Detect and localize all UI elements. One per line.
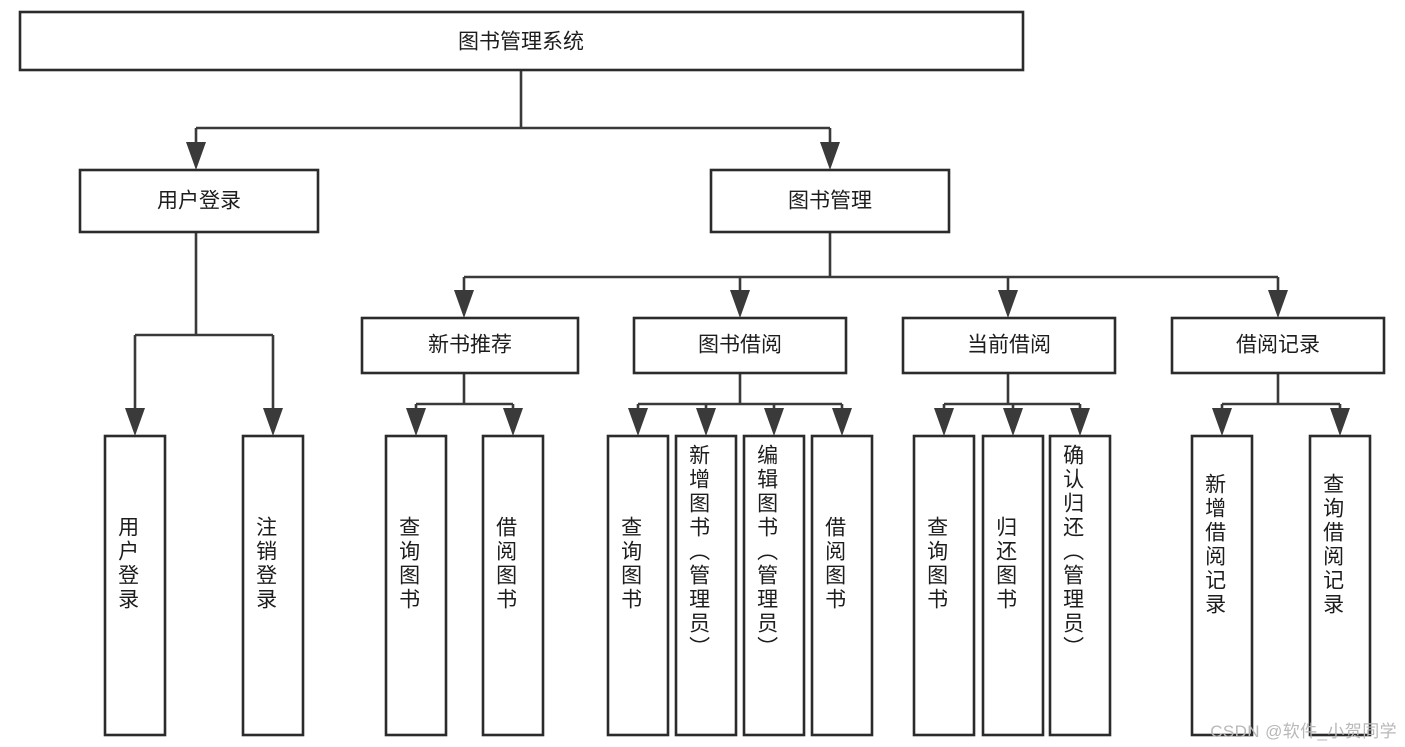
leaf-new-book-0-box[interactable] <box>384 434 448 737</box>
leaf-book-borrow-3[interactable]: 借阅图书 <box>810 434 874 737</box>
connector-group-current-borrow <box>934 373 1090 436</box>
node-book-manage-label: 图书管理 <box>788 190 872 213</box>
arrow-root-to-user-login <box>186 142 206 170</box>
leaf-user-login-1-label: 注销登录 <box>254 516 278 612</box>
node-borrow-record-box[interactable] <box>1170 316 1386 375</box>
leaf-book-borrow-1-box[interactable] <box>674 434 738 737</box>
node-root[interactable]: 图书管理系统 <box>18 10 1025 72</box>
node-book-manage[interactable]: 图书管理 <box>709 168 951 234</box>
node-borrow-record[interactable]: 借阅记录 <box>1170 316 1386 375</box>
leaf-book-borrow-1-label: 新增图书（管理员） <box>687 444 711 660</box>
connector-group-book-borrow <box>628 373 852 436</box>
leaf-new-book-0-label: 查询图书 <box>397 516 421 612</box>
leaf-new-book-0[interactable]: 查询图书 <box>384 434 448 737</box>
node-current-borrow-box[interactable] <box>901 316 1117 375</box>
leaf-current-borrow-0[interactable]: 查询图书 <box>912 434 976 737</box>
arrow-borrow-record-child-1 <box>1330 408 1350 436</box>
node-user-login-box[interactable] <box>78 168 320 234</box>
arrow-book-borrow-child-0 <box>628 408 648 436</box>
arrow-new-book-child-1 <box>503 408 523 436</box>
node-book-borrow[interactable]: 图书借阅 <box>632 316 848 375</box>
leaf-borrow-record-1-box[interactable] <box>1308 434 1372 737</box>
leaf-user-login-0-label: 用户登录 <box>116 516 140 612</box>
leaf-current-borrow-2[interactable]: 确认归还（管理员） <box>1048 434 1112 737</box>
leaf-new-book-1-box[interactable] <box>481 434 545 737</box>
node-current-borrow-label: 当前借阅 <box>967 334 1051 357</box>
leaf-current-borrow-0-label: 查询图书 <box>925 516 949 612</box>
leaf-borrow-record-0-label: 新增借阅记录 <box>1203 473 1227 617</box>
leaf-book-borrow-3-label: 借阅图书 <box>823 516 847 612</box>
arrow-current-borrow-child-2 <box>1070 408 1090 436</box>
leaf-borrow-record-0-box[interactable] <box>1190 434 1254 737</box>
arrow-borrow-record-child-0 <box>1212 408 1232 436</box>
arrow-user-login-child-1 <box>263 408 283 436</box>
leaf-borrow-record-1-label: 查询借阅记录 <box>1321 473 1345 617</box>
arrow-current-borrow-child-0 <box>934 408 954 436</box>
arrow-root-to-book-manage <box>820 142 840 170</box>
leaf-book-borrow-0-box[interactable] <box>606 434 670 737</box>
connector-group-borrow-record <box>1212 373 1350 436</box>
leaf-book-borrow-0[interactable]: 查询图书 <box>606 434 670 737</box>
arrow-book-manage-child-0 <box>454 290 474 318</box>
node-book-borrow-box[interactable] <box>632 316 848 375</box>
leaf-current-borrow-1[interactable]: 归还图书 <box>981 434 1045 737</box>
leaf-book-borrow-2[interactable]: 编辑图书（管理员） <box>742 434 806 737</box>
leaf-book-borrow-2-label: 编辑图书（管理员） <box>755 444 779 660</box>
leaf-current-borrow-2-label: 确认归还（管理员） <box>1061 444 1085 660</box>
leaf-book-borrow-2-box[interactable] <box>742 434 806 737</box>
leaf-user-login-0[interactable]: 用户登录 <box>103 434 167 737</box>
leaf-book-borrow-3-box[interactable] <box>810 434 874 737</box>
node-user-login[interactable]: 用户登录 <box>78 168 320 234</box>
connector-group-root <box>186 70 840 170</box>
node-book-manage-box[interactable] <box>709 168 951 234</box>
leaf-current-borrow-1-box[interactable] <box>981 434 1045 737</box>
arrow-current-borrow-child-1 <box>1003 408 1023 436</box>
connector-group-new-book <box>406 373 523 436</box>
leaf-current-borrow-1-label: 归还图书 <box>994 516 1018 612</box>
arrow-book-borrow-child-3 <box>832 408 852 436</box>
arrow-book-borrow-child-1 <box>696 408 716 436</box>
node-new-book-recommend-box[interactable] <box>360 316 580 375</box>
leaf-user-login-1[interactable]: 注销登录 <box>241 434 305 737</box>
leaf-current-borrow-0-box[interactable] <box>912 434 976 737</box>
node-borrow-record-label: 借阅记录 <box>1236 334 1320 357</box>
arrow-new-book-child-0 <box>406 408 426 436</box>
leaf-borrow-record-0[interactable]: 新增借阅记录 <box>1190 434 1254 737</box>
node-root-box[interactable] <box>18 10 1025 72</box>
connector-group-book-manage <box>454 232 1288 318</box>
connector-group-user-login <box>125 232 283 436</box>
leaf-borrow-record-1[interactable]: 查询借阅记录 <box>1308 434 1372 737</box>
leaf-book-borrow-1[interactable]: 新增图书（管理员） <box>674 434 738 737</box>
leaf-user-login-1-box[interactable] <box>241 434 305 737</box>
leaf-book-borrow-0-label: 查询图书 <box>619 516 643 612</box>
node-new-book-recommend[interactable]: 新书推荐 <box>360 316 580 375</box>
node-new-book-recommend-label: 新书推荐 <box>428 334 512 357</box>
arrow-user-login-child-0 <box>125 408 145 436</box>
leaf-user-login-0-box[interactable] <box>103 434 167 737</box>
node-book-borrow-label: 图书借阅 <box>698 334 782 357</box>
arrow-book-manage-child-2 <box>998 290 1018 318</box>
arrow-book-borrow-child-2 <box>764 408 784 436</box>
node-user-login-label: 用户登录 <box>157 190 241 213</box>
leaf-new-book-1[interactable]: 借阅图书 <box>481 434 545 737</box>
arrow-book-manage-child-3 <box>1268 290 1288 318</box>
leaf-new-book-1-label: 借阅图书 <box>494 516 518 612</box>
leaf-current-borrow-2-box[interactable] <box>1048 434 1112 737</box>
node-root-label: 图书管理系统 <box>458 31 584 54</box>
node-current-borrow[interactable]: 当前借阅 <box>901 316 1117 375</box>
arrow-book-manage-child-1 <box>730 290 750 318</box>
